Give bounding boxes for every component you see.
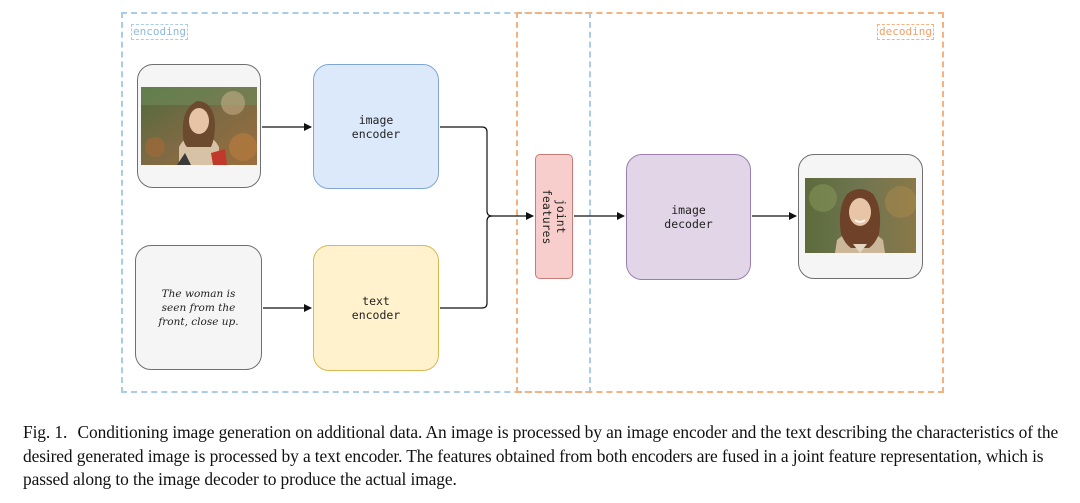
arrow-text-encoder-to-joint bbox=[440, 215, 493, 309]
input-photo-icon bbox=[141, 87, 257, 165]
decoding-label: decoding bbox=[877, 24, 934, 40]
joint-features-node: joint features bbox=[535, 154, 573, 279]
arrow-image-encoder-to-joint bbox=[440, 126, 534, 220]
decoding-region bbox=[516, 12, 944, 393]
figure-caption: Fig. 1. Conditioning image generation on… bbox=[23, 421, 1063, 492]
output-photo-icon bbox=[805, 178, 916, 253]
text-encoder-label: text encoder bbox=[351, 294, 401, 322]
image-decoder-label: image decoder bbox=[664, 203, 713, 231]
image-encoder-label: image encoder bbox=[351, 112, 401, 141]
text-encoder-node: text encoder bbox=[313, 245, 439, 371]
input-text-node: The woman is seen from the front, close … bbox=[135, 245, 262, 370]
encoding-region bbox=[121, 12, 591, 393]
image-encoder-node: image encoder bbox=[313, 64, 439, 189]
caption-text: Conditioning image generation on additio… bbox=[23, 422, 1059, 489]
input-text-caption: The woman is seen from the front, close … bbox=[158, 287, 239, 328]
caption-label: Fig. 1. bbox=[23, 422, 68, 442]
joint-features-label: joint features bbox=[540, 188, 568, 245]
image-decoder-node: image decoder bbox=[626, 154, 751, 280]
encoding-label: encoding bbox=[131, 24, 188, 40]
